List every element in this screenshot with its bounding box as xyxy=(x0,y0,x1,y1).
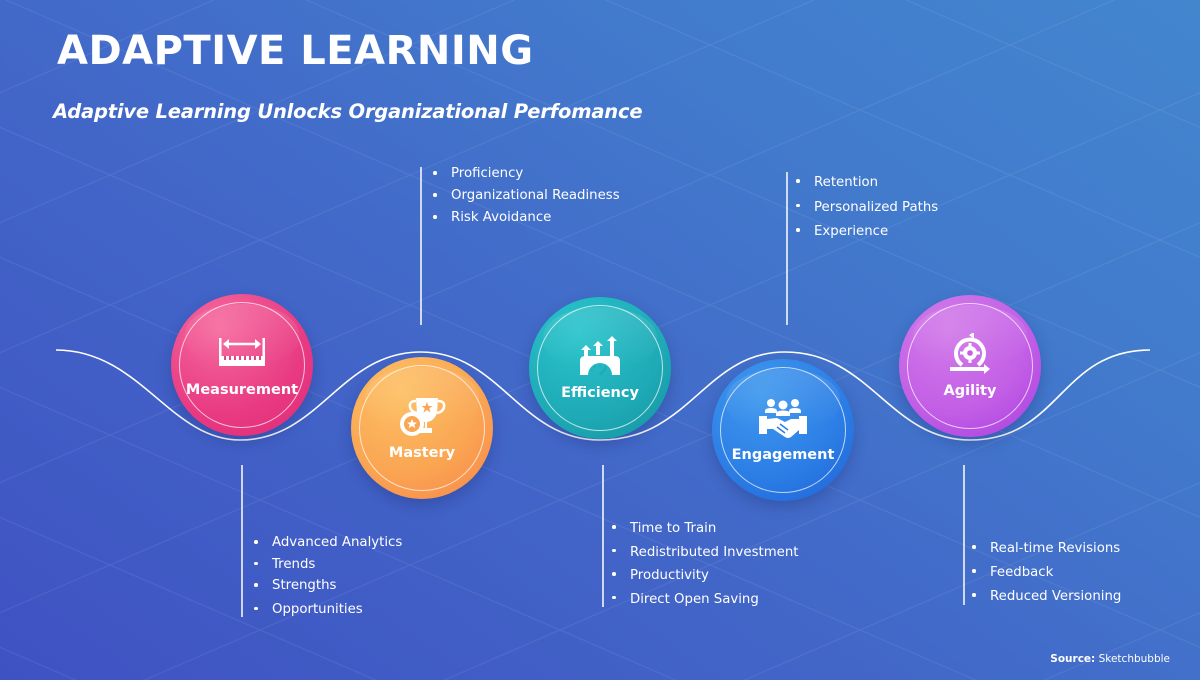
source-credit: Source: Sketchbubble xyxy=(1050,653,1170,665)
mastery-points-list: Proficiency Organizational Readiness Ris… xyxy=(432,163,620,229)
stage-measurement: Measurement xyxy=(171,294,313,436)
engagement-points-list: Retention Personalized Paths Experience xyxy=(795,171,938,245)
connector-line-engagement xyxy=(786,172,788,325)
stage-mastery: Mastery xyxy=(351,357,493,499)
connector-line-mastery xyxy=(420,167,422,325)
stage-label: Agility xyxy=(943,383,997,399)
connector-line-agility xyxy=(963,465,965,605)
connector-line-efficiency xyxy=(602,465,604,607)
trophy-medal-icon xyxy=(400,398,446,436)
speedometer-arrows-icon xyxy=(580,336,620,376)
agile-cycle-gear-icon xyxy=(950,333,990,374)
list-item: Feedback xyxy=(971,561,1121,585)
agility-points-list: Real-time Revisions Feedback Reduced Ver… xyxy=(971,537,1121,609)
connector-line-measurement xyxy=(241,465,243,617)
list-item: Productivity xyxy=(611,564,799,588)
stage-efficiency: Efficiency xyxy=(529,297,671,439)
list-item: Advanced Analytics xyxy=(253,532,402,554)
source-value: Sketchbubble xyxy=(1098,653,1170,665)
stage-label: Efficiency xyxy=(561,385,639,401)
team-handshake-icon xyxy=(759,399,807,438)
stage-label: Engagement xyxy=(731,447,835,463)
stage-label: Measurement xyxy=(185,382,299,398)
list-item: Retention xyxy=(795,171,938,196)
measurement-points-list: Advanced Analytics Trends Strengths Oppo… xyxy=(253,532,402,620)
list-item: Strengths xyxy=(253,575,402,597)
page-title: ADAPTIVE LEARNING xyxy=(57,28,534,74)
list-item: Personalized Paths xyxy=(795,196,938,221)
list-item: Redistributed Investment xyxy=(611,541,799,565)
list-item: Time to Train xyxy=(611,517,799,541)
stage-agility: Agility xyxy=(899,295,1041,437)
source-label: Source: xyxy=(1050,653,1096,665)
stage-label: Mastery xyxy=(388,445,456,461)
stage-engagement: Engagement xyxy=(712,359,854,501)
efficiency-points-list: Time to Train Redistributed Investment P… xyxy=(611,517,799,611)
list-item: Reduced Versioning xyxy=(971,585,1121,609)
list-item: Organizational Readiness xyxy=(432,185,620,207)
list-item: Proficiency xyxy=(432,163,620,185)
list-item: Real-time Revisions xyxy=(971,537,1121,561)
page-subtitle: Adaptive Learning Unlocks Organizational… xyxy=(53,100,643,123)
ruler-measure-icon xyxy=(219,338,265,366)
list-item: Experience xyxy=(795,220,938,245)
list-item: Opportunities xyxy=(253,599,402,621)
list-item: Risk Avoidance xyxy=(432,207,620,229)
list-item: Trends xyxy=(253,554,402,576)
list-item: Direct Open Saving xyxy=(611,588,799,612)
